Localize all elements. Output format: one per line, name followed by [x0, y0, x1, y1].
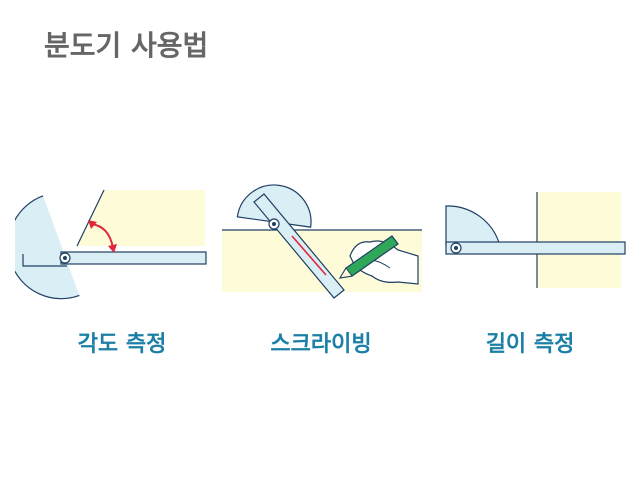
caption-length-measurement: 길이 측정	[485, 332, 575, 357]
workpiece-shape	[537, 192, 621, 288]
protractor-icon	[445, 205, 501, 247]
caption-angle-measurement: 각도 측정	[77, 332, 167, 357]
caption-scribing: 스크라이빙	[270, 332, 372, 357]
scribe-line	[291, 235, 327, 276]
hand-icon	[349, 240, 419, 285]
scribing-figure	[222, 184, 422, 299]
ruler-arm-icon	[445, 241, 626, 255]
workpiece-shape	[77, 190, 205, 246]
protractor-icon	[15, 195, 80, 300]
length-measurement-figure	[445, 192, 626, 288]
page-title: 분도기 사용법	[44, 29, 209, 62]
ruler-arm-icon	[60, 251, 207, 265]
angle-measurement-figure	[15, 189, 207, 300]
